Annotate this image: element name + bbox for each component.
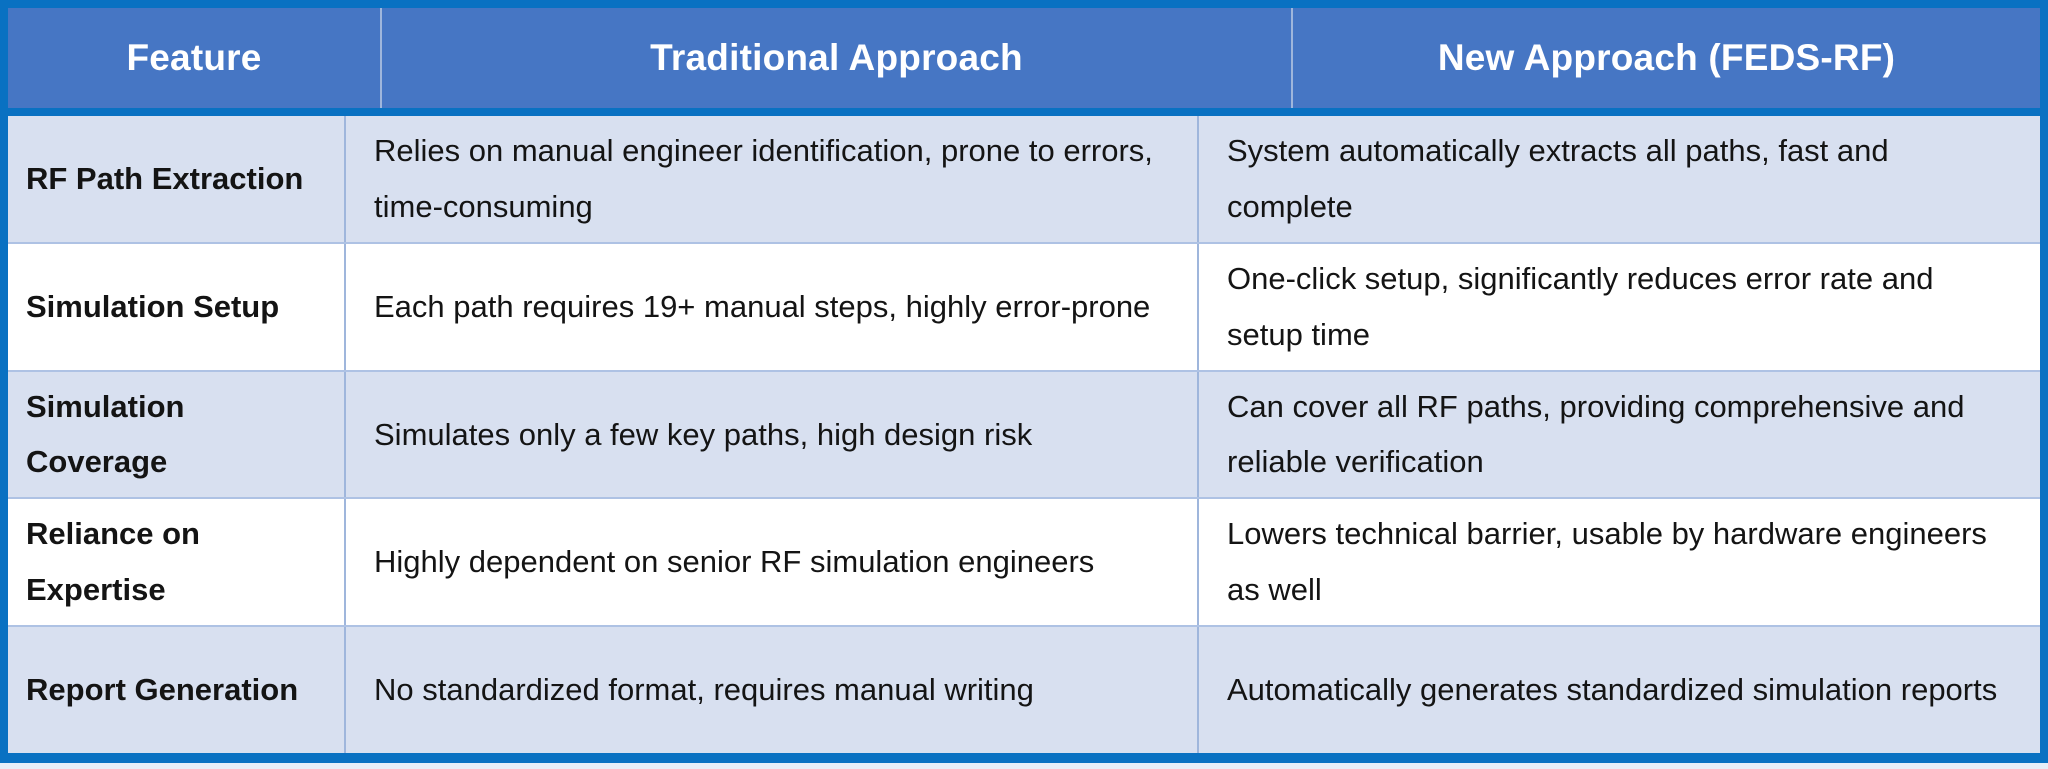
traditional-value: No standardized format, requires manual … xyxy=(344,627,1197,753)
page-background-strip xyxy=(0,763,2048,769)
new-approach-value: System automatically extracts all paths,… xyxy=(1197,116,2040,242)
table-row-simulation-setup: Simulation Setup Each path requires 19+ … xyxy=(8,241,2040,370)
feature-label: Simulation Setup xyxy=(26,288,280,324)
table-row-rf-path-extraction: RF Path Extraction Relies on manual engi… xyxy=(8,116,2040,242)
new-approach-value: One-click setup, significantly reduces e… xyxy=(1197,243,2040,370)
table-row-reliance-on-expertise: Reliance on Expertise Highly dependent o… xyxy=(8,497,2040,626)
new-approach-value: Automatically generates standardized sim… xyxy=(1197,627,2040,753)
table-header-row: Feature Traditional Approach New Approac… xyxy=(8,8,2040,116)
feature-label: Reliance on Expertise xyxy=(26,516,200,608)
traditional-value: Highly dependent on senior RF simulation… xyxy=(344,499,1197,626)
header-new-approach: New Approach (FEDS-RF) xyxy=(1291,8,2040,108)
header-traditional-approach: Traditional Approach xyxy=(380,8,1291,108)
table-row-report-generation: Report Generation No standardized format… xyxy=(8,625,2040,753)
header-feature: Feature xyxy=(126,37,262,78)
table-body: RF Path Extraction Relies on manual engi… xyxy=(8,116,2040,753)
new-approach-value: Lowers technical barrier, usable by hard… xyxy=(1197,499,2040,626)
new-approach-value: Can cover all RF paths, providing compre… xyxy=(1197,371,2040,498)
feature-label: Report Generation xyxy=(26,672,299,708)
feature-label: Simulation Coverage xyxy=(26,388,185,480)
traditional-value: Relies on manual engineer identification… xyxy=(344,116,1197,242)
table-row-simulation-coverage: Simulation Coverage Simulates only a few… xyxy=(8,369,2040,498)
traditional-value: Simulates only a few key paths, high des… xyxy=(344,371,1197,498)
traditional-value: Each path requires 19+ manual steps, hig… xyxy=(344,243,1197,370)
feature-label: RF Path Extraction xyxy=(26,161,304,196)
